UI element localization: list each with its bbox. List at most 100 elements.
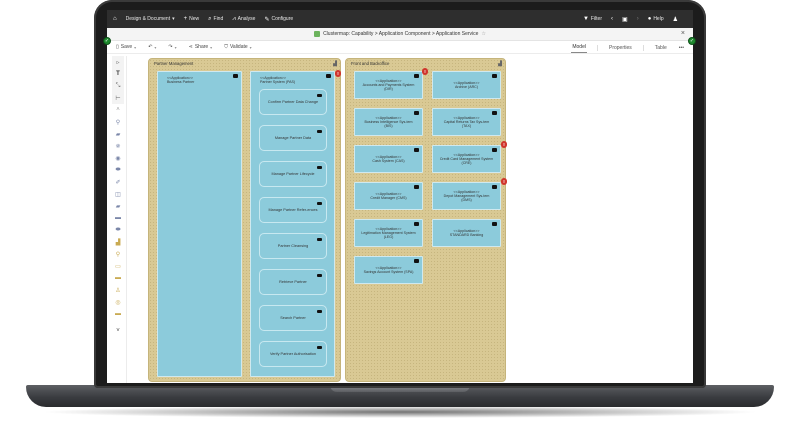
service-manage-partner-references[interactable]: Manage Partner Refer-ences	[259, 197, 327, 223]
chevron-right-icon: ›	[636, 16, 639, 22]
status-indicator-left: ✓	[103, 37, 111, 45]
service-verify-partner-authorisation[interactable]: Verify Partner Authorisation	[259, 341, 327, 367]
service-marker-icon	[317, 166, 322, 169]
model-canvas[interactable]: Partner Management ▟ <<Application>> Bus…	[128, 55, 693, 383]
nav-find[interactable]: ⌕ Find	[208, 16, 223, 23]
service-icon[interactable]: ⬬	[115, 226, 121, 233]
warning-icon[interactable]: !	[501, 178, 507, 185]
application-partner-system[interactable]: <<Application>> Partner System (PAS) Con…	[250, 71, 335, 377]
service-search-partner[interactable]: Search Partner	[259, 305, 327, 331]
nav-new[interactable]: + New	[184, 16, 200, 22]
application-business-partner[interactable]: <<Application>> Business Partner	[157, 71, 242, 377]
service-retrieve-partner[interactable]: Retrieve Partner	[259, 269, 327, 295]
home-button[interactable]: ⌂	[113, 16, 117, 22]
group-front-and-backoffice[interactable]: Front and Backoffice ▟ <<Application>> A…	[345, 58, 507, 382]
favorite-star-icon[interactable]: ☆	[481, 31, 486, 37]
app-label: <<Application>> Credit Manager (CMS)	[355, 192, 422, 200]
app-label: <<Application>> Partner System (PAS)	[260, 76, 295, 84]
application-credit-manager[interactable]: <<Application>> Credit Manager (CMS)	[354, 182, 423, 210]
node-icon[interactable]: ◫	[115, 191, 121, 198]
pointer-icon[interactable]: ▹	[112, 56, 124, 68]
tab-model[interactable]: Model	[571, 42, 587, 53]
service-confirm-partner-data-change[interactable]: Confirm Partner Data Change	[259, 89, 327, 115]
document-title-bar: Clustermap: Capability > Application Com…	[107, 28, 693, 41]
service-marker-icon	[317, 274, 322, 277]
forward-button[interactable]: ›	[637, 16, 639, 22]
app-screen: ⌂ Design & Document ▾ + New ⌕ Find ⩘ Ana…	[107, 10, 693, 383]
help-button[interactable]: ● Help	[648, 16, 664, 22]
nav-analyse[interactable]: ⩘ Analyse	[232, 16, 255, 23]
network-icon[interactable]: ▬	[115, 215, 121, 221]
share-button[interactable]: ⋖ Share ▾	[189, 44, 213, 50]
nav-configure[interactable]: ✎ Configure	[264, 16, 293, 23]
capability-icon[interactable]: ▟	[115, 239, 121, 246]
service-manage-partner-lifecycle[interactable]: Manage Partner Lifecycle	[259, 161, 327, 187]
chevron-left-icon: ‹	[611, 16, 614, 22]
application-standard-banking[interactable]: <<Application>> STANDARD Banking	[432, 219, 501, 247]
chevron-up-icon[interactable]: ˄	[116, 107, 120, 113]
text-icon[interactable]: T	[112, 68, 124, 80]
driver-icon[interactable]: ♙	[115, 287, 121, 294]
warning-icon[interactable]: !	[501, 141, 507, 148]
application-depot-management[interactable]: <<Application>> Depot Management Sys-tem…	[432, 182, 501, 210]
close-button[interactable]: ×	[680, 30, 685, 37]
nav-design-document[interactable]: Design & Document ▾	[126, 16, 175, 22]
more-options-button[interactable]: •••	[678, 44, 684, 51]
shield-icon: ⛉	[224, 44, 228, 50]
application-capital-returns-tax[interactable]: <<Application>> Capital Returns Tax Sys-…	[432, 108, 501, 136]
service-marker-icon	[317, 202, 322, 205]
chevron-down-icon: ▾	[249, 44, 252, 50]
filter-button[interactable]: ▼ Filter	[583, 16, 602, 22]
tab-properties[interactable]: Properties	[608, 44, 632, 51]
app-name: STANDARD Banking	[449, 233, 484, 237]
save-icon: ▯	[116, 44, 119, 50]
back-button[interactable]: ‹	[611, 16, 613, 22]
service-partner-cleansing[interactable]: Partner Cleansing	[259, 233, 327, 259]
element-palette: ▹ T ⤡ ⊢ ˄ ⚲ ▰ ✵ ◉ ⬬ ✐ ◫ ▰ ▬ ⬬ ▟ ⚲ ▭ ▬ ♙ …	[110, 56, 127, 383]
app-name: Savings Account System (SPA)	[363, 270, 414, 274]
service-manage-partner-data[interactable]: Manage Partner Data	[259, 125, 327, 151]
component-marker-icon	[414, 74, 419, 78]
interface-icon[interactable]: ◉	[115, 155, 121, 162]
group-partner-management[interactable]: Partner Management ▟ <<Application>> Bus…	[148, 58, 341, 382]
stakeholder-icon[interactable]: ▬	[115, 275, 121, 281]
resource-icon[interactable]: ⚲	[115, 251, 121, 258]
app-label: <<Application>> Cash System (CAS)	[355, 155, 422, 163]
value-stream-icon[interactable]: ▭	[115, 263, 121, 270]
application-archive[interactable]: <<Application>> Archive (ARC)	[432, 71, 501, 99]
plus-icon: +	[183, 16, 188, 22]
component-marker-icon	[492, 74, 497, 78]
user-button[interactable]: ♟	[673, 16, 678, 23]
undo-button[interactable]: ↶ ▾	[148, 44, 156, 50]
application-credit-card-management[interactable]: <<Application>> Credit Card Management S…	[432, 145, 501, 173]
save-button[interactable]: ▯ Save ▾	[116, 44, 136, 50]
warning-icon[interactable]: !	[422, 68, 428, 75]
process-icon[interactable]: ⬬	[115, 166, 121, 173]
zoom-icon[interactable]: ⚲	[115, 119, 121, 126]
application-accounts-and-payments[interactable]: <<Application>> Accounts and Payments Sy…	[354, 71, 423, 99]
resize-icon[interactable]: ⊢	[112, 92, 124, 104]
redo-button[interactable]: ↷ ▾	[168, 44, 176, 50]
save-label: Save	[120, 44, 133, 50]
application-savings-account[interactable]: <<Application>> Savings Account System (…	[354, 256, 423, 284]
device-icon[interactable]: ▰	[115, 203, 121, 210]
tab-table[interactable]: Table	[654, 44, 667, 51]
application-legitimation-management[interactable]: <<Application>> Legitimation Management …	[354, 219, 423, 247]
application-business-intelligence[interactable]: <<Application>> Business Intelligence Sy…	[354, 108, 423, 136]
business-actor-icon[interactable]: ▰	[115, 131, 121, 138]
application-cash-system[interactable]: <<Application>> Cash System (CAS)	[354, 145, 423, 173]
component-marker-icon	[233, 74, 238, 78]
share-icon: ⋖	[188, 44, 193, 50]
goal-icon[interactable]: ◎	[115, 299, 121, 306]
service-name: Confirm Partner Data Change	[267, 99, 319, 104]
connector-icon[interactable]: ⤡	[112, 80, 124, 92]
tab-divider	[642, 44, 644, 51]
window-button[interactable]: ▣	[622, 16, 628, 23]
toolbar: ▯ Save ▾ ↶ ▾ ↷ ▾ ⋖ Share ▾ ⛉ Validate ▾ …	[107, 41, 693, 54]
outcome-icon[interactable]: ▬	[115, 311, 121, 317]
component-icon[interactable]: ✵	[115, 143, 121, 150]
validate-button[interactable]: ⛉ Validate ▾	[224, 44, 251, 50]
function-icon[interactable]: ✐	[115, 179, 121, 186]
chevron-down-icon[interactable]: ˅	[116, 328, 120, 334]
warning-icon[interactable]: !	[335, 70, 341, 77]
